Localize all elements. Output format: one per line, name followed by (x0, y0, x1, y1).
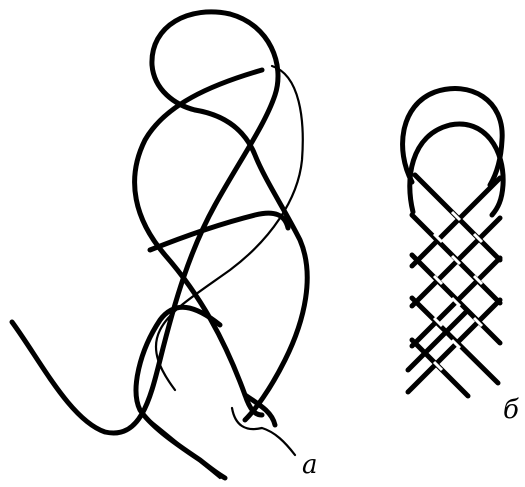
rope-strand (410, 124, 503, 215)
rope-strand (412, 298, 498, 383)
figure-label-a: а (302, 452, 318, 478)
figure-label-b: б (503, 397, 519, 423)
rope-strand (408, 300, 500, 392)
rope-strand (195, 110, 307, 420)
knot-figure-a (12, 12, 307, 478)
rope-strand (147, 418, 220, 478)
knot-figure-b (403, 89, 504, 396)
rope-strand (156, 66, 303, 390)
rope-strand (150, 213, 288, 250)
rope-strand (412, 178, 500, 266)
